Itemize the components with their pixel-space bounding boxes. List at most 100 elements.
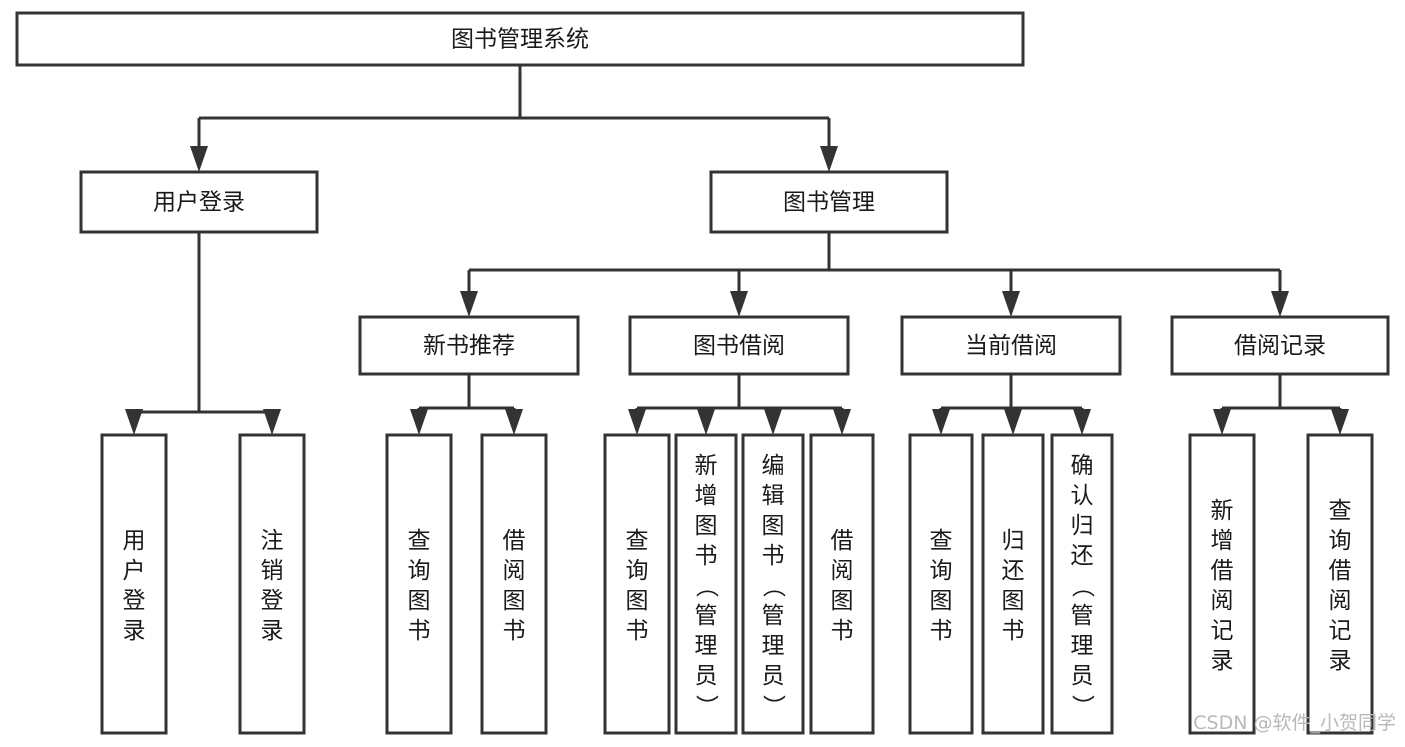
arrow-to-leaf-borrow-book-2 <box>833 409 851 435</box>
svg-text:查: 查 <box>930 528 953 554</box>
label-new-book-recommend: 新书推荐 <box>423 333 515 359</box>
svg-text:图: 图 <box>503 588 526 614</box>
svg-text:新: 新 <box>1211 498 1234 524</box>
svg-text:户: 户 <box>123 558 146 584</box>
svg-text:书: 书 <box>503 618 526 644</box>
arrow-to-leaf-query-book-3 <box>932 409 950 435</box>
boxes-layer <box>15 11 1390 735</box>
node-book-manage[interactable] <box>709 170 949 234</box>
arrow-to-borrow-record <box>1271 291 1289 317</box>
node-leaf-borrow-book-2[interactable] <box>809 433 875 735</box>
svg-text:书: 书 <box>626 618 649 644</box>
label-current-borrow: 当前借阅 <box>965 333 1057 359</box>
svg-text:借: 借 <box>503 528 526 554</box>
arrow-to-leaf-add-book <box>697 409 715 435</box>
arrow-to-leaf-return-book <box>1004 409 1022 435</box>
svg-text:新: 新 <box>695 453 718 479</box>
svg-text:编: 编 <box>762 453 785 479</box>
svg-text:（: （ <box>693 575 719 598</box>
svg-text:管: 管 <box>762 603 785 629</box>
svg-text:查: 查 <box>408 528 431 554</box>
svg-text:归: 归 <box>1002 528 1025 554</box>
svg-text:还: 还 <box>1071 543 1094 569</box>
svg-text:注: 注 <box>261 528 284 554</box>
arrow-to-leaf-query-book-2 <box>628 409 646 435</box>
svg-text:图: 图 <box>626 588 649 614</box>
svg-text:）: ） <box>693 695 719 718</box>
node-leaf-return-book[interactable] <box>981 433 1045 735</box>
arrow-to-leaf-query-book-1 <box>410 409 428 435</box>
label-borrow-record: 借阅记录 <box>1234 333 1326 359</box>
label-leaf-user-login: 用户登录 <box>123 528 146 644</box>
svg-text:员: 员 <box>695 663 718 689</box>
svg-text:阅: 阅 <box>1211 588 1234 614</box>
csdn-watermark: CSDN @软件_小贺同学 <box>1193 712 1396 734</box>
svg-text:借: 借 <box>831 528 854 554</box>
svg-text:图: 图 <box>831 588 854 614</box>
arrow-to-leaf-user-login <box>125 409 143 435</box>
svg-text:辑: 辑 <box>762 483 785 509</box>
svg-text:归: 归 <box>1071 513 1094 539</box>
svg-text:登: 登 <box>123 588 146 614</box>
svg-text:记: 记 <box>1211 618 1234 644</box>
svg-text:书: 书 <box>831 618 854 644</box>
svg-text:查: 查 <box>1329 498 1352 524</box>
svg-text:理: 理 <box>762 633 785 659</box>
arrow-to-new-book-recommend <box>460 291 478 317</box>
svg-text:增: 增 <box>695 483 718 509</box>
node-leaf-user-logout[interactable] <box>238 433 306 735</box>
node-borrow-record[interactable] <box>1170 315 1390 376</box>
svg-text:用: 用 <box>123 528 146 554</box>
svg-text:认: 认 <box>1071 483 1094 509</box>
node-leaf-confirm-return[interactable] <box>1050 433 1114 735</box>
svg-text:登: 登 <box>261 588 284 614</box>
arrow-to-leaf-add-record <box>1213 409 1231 435</box>
node-leaf-query-record[interactable] <box>1306 433 1374 735</box>
svg-text:图: 图 <box>408 588 431 614</box>
arrow-to-user-login <box>190 146 208 172</box>
node-leaf-add-record[interactable] <box>1188 433 1256 735</box>
node-leaf-borrow-book-1[interactable] <box>480 433 548 735</box>
svg-text:员: 员 <box>762 663 785 689</box>
node-root[interactable] <box>15 11 1025 67</box>
node-leaf-query-book-2[interactable] <box>603 433 671 735</box>
svg-text:询: 询 <box>626 558 649 584</box>
node-current-borrow[interactable] <box>900 315 1122 376</box>
arrow-to-book-borrow <box>730 291 748 317</box>
svg-text:图: 图 <box>930 588 953 614</box>
arrow-to-current-borrow <box>1002 291 1020 317</box>
svg-text:询: 询 <box>930 558 953 584</box>
node-leaf-user-login[interactable] <box>100 433 168 735</box>
node-leaf-query-book-3[interactable] <box>908 433 974 735</box>
node-leaf-add-book[interactable] <box>674 433 738 735</box>
svg-text:查: 查 <box>626 528 649 554</box>
node-leaf-edit-book[interactable] <box>741 433 805 735</box>
svg-text:图: 图 <box>762 513 785 539</box>
node-new-book-recommend[interactable] <box>358 315 580 376</box>
arrow-to-leaf-user-logout <box>263 409 281 435</box>
node-leaf-query-book-1[interactable] <box>385 433 453 735</box>
svg-text:确: 确 <box>1071 453 1094 479</box>
svg-text:阅: 阅 <box>831 558 854 584</box>
svg-text:借: 借 <box>1211 558 1234 584</box>
svg-text:）: ） <box>760 695 786 718</box>
svg-text:管: 管 <box>695 603 718 629</box>
svg-text:增: 增 <box>1211 528 1234 554</box>
node-book-borrow[interactable] <box>628 315 850 376</box>
arrow-to-book-manage <box>820 146 838 172</box>
svg-text:借: 借 <box>1329 558 1352 584</box>
svg-text:）: ） <box>1069 695 1095 718</box>
svg-text:阅: 阅 <box>503 558 526 584</box>
node-user-login[interactable] <box>79 170 319 234</box>
